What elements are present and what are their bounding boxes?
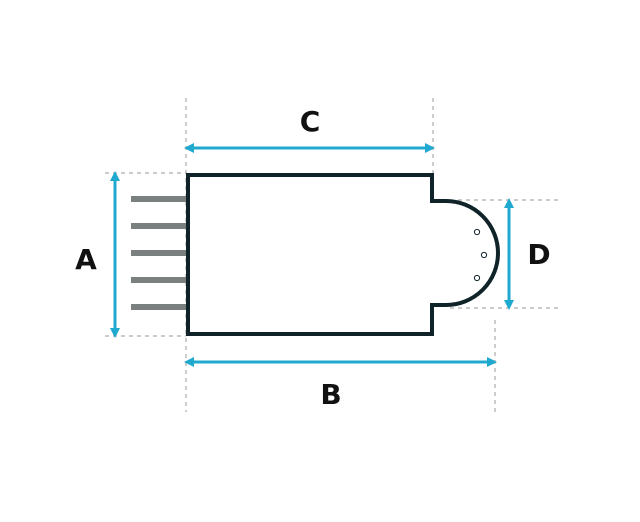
indicator-dot-1 xyxy=(473,228,481,236)
indicator-dot-3 xyxy=(473,274,481,282)
dimension-arrows xyxy=(110,143,514,367)
dimension-label-b: B xyxy=(320,378,341,411)
dimension-label-d: D xyxy=(527,238,550,271)
guide-lines xyxy=(105,98,558,412)
module-outline xyxy=(186,173,500,336)
dimension-label-c: C xyxy=(300,105,321,138)
dimension-label-a: A xyxy=(75,243,97,276)
indicator-dots xyxy=(473,228,488,282)
pins xyxy=(131,196,187,310)
indicator-dot-2 xyxy=(480,251,488,259)
